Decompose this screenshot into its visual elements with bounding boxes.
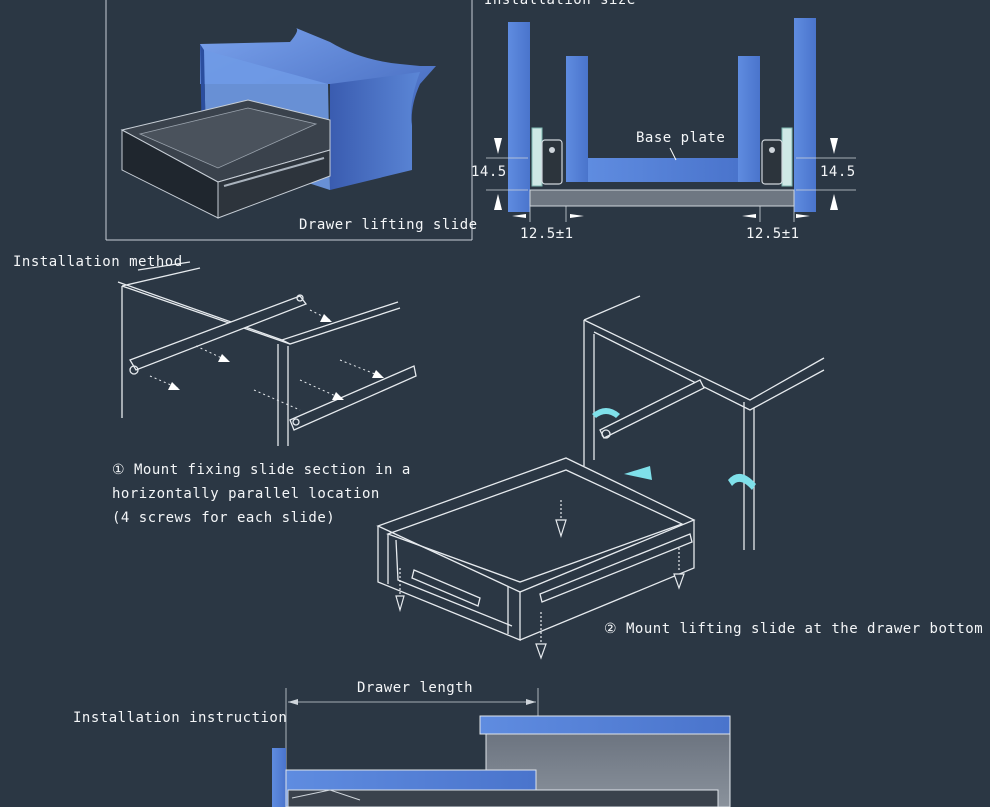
step2-text: ② Mount lifting slide at the drawer bott… bbox=[604, 621, 984, 637]
gap-dimension-right: 12.5±1 bbox=[746, 226, 800, 242]
drawer-panel-frame bbox=[105, 0, 473, 241]
slide-bracket-right bbox=[761, 127, 793, 187]
cabinet-wireframe-right bbox=[583, 295, 825, 550]
installation-instruction-title: Installation instruction bbox=[73, 710, 288, 726]
arrow-heads-left bbox=[168, 314, 384, 400]
installation-size-title: Installation size bbox=[484, 0, 636, 8]
step1-line3: (4 screws for each slide) bbox=[112, 510, 336, 526]
cyan-arrows bbox=[592, 408, 756, 490]
drawer-body bbox=[120, 99, 331, 219]
drawer-length-label: Drawer length bbox=[357, 680, 474, 696]
slide-bracket-left bbox=[531, 127, 563, 187]
installation-instruction-diagram bbox=[272, 688, 731, 807]
installation-size-diagram bbox=[486, 18, 856, 222]
height-dimension-right: 14.5 bbox=[820, 164, 856, 180]
drawer-wireframe bbox=[376, 457, 696, 641]
gap-dimension-left: 12.5±1 bbox=[520, 226, 574, 242]
step1-line1: ① Mount fixing slide section in a bbox=[112, 462, 411, 478]
height-dimension-left: 14.5 bbox=[471, 164, 507, 180]
installation-method-title: Installation method bbox=[13, 254, 183, 270]
step1-line2: horizontally parallel location bbox=[112, 486, 380, 502]
screw-arrows-left bbox=[149, 309, 381, 411]
cabinet-wireframe-left bbox=[117, 261, 417, 446]
screws bbox=[395, 500, 685, 660]
base-plate-label: Base plate bbox=[636, 130, 726, 146]
drawer-panel-caption: Drawer lifting slide bbox=[299, 217, 478, 233]
